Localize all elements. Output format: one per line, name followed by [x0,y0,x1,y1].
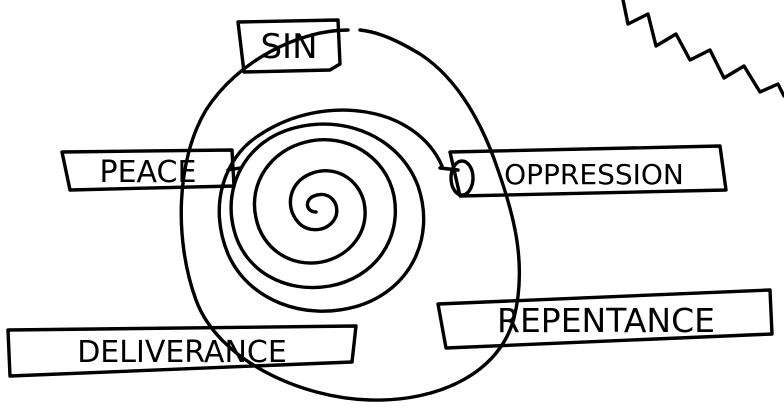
zigzag-scribble [623,0,784,96]
stage-label-oppression: OPPRESSION [504,158,684,191]
stage-label-sin: SIN [260,27,317,67]
stage-label-peace: PEACE [100,155,197,190]
stage-label-deliverance: DELIVERANCE [77,335,287,370]
stage-label-repentance: REPENTANCE [497,301,715,340]
central-spiral [219,110,442,311]
